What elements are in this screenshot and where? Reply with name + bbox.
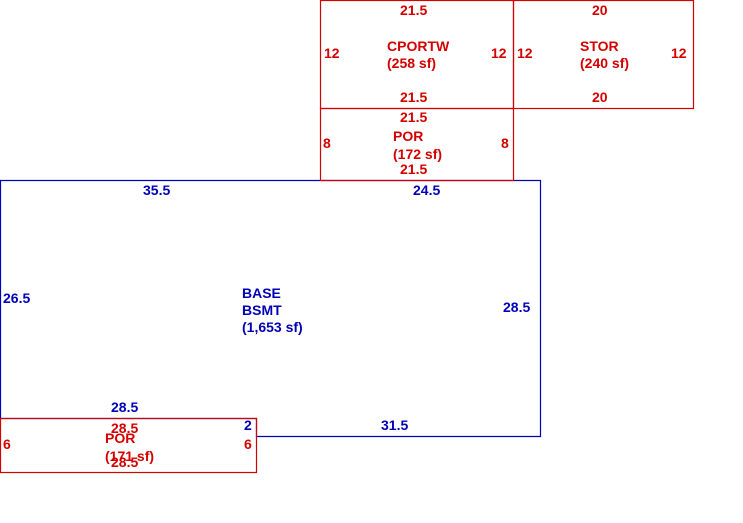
base-dim-top-left: 35.5 bbox=[143, 182, 170, 198]
por-top-dim-top: 21.5 bbox=[400, 109, 427, 125]
por-bottom-dim-bottom: 28.5 bbox=[111, 454, 138, 470]
por-bottom-dim-left: 6 bbox=[3, 436, 11, 452]
stor-outline bbox=[512, 0, 695, 110]
area-base: 35.5 24.5 26.5 28.5 28.5 2 31.5 BASE BSM… bbox=[0, 179, 542, 438]
por-top-label-area: (172 sf) bbox=[393, 146, 442, 162]
por-top-label-name: POR bbox=[393, 128, 423, 144]
area-cportw: 21.5 21.5 12 12 CPORTW (258 sf) bbox=[319, 0, 515, 110]
base-dim-right: 28.5 bbox=[503, 299, 530, 315]
base-dim-bottom-notch: 2 bbox=[244, 417, 252, 433]
base-dim-left: 26.5 bbox=[3, 290, 30, 306]
por-bottom-label-name: POR bbox=[105, 430, 135, 446]
base-label-name: BASE bbox=[242, 285, 281, 301]
area-stor: 20 20 12 12 STOR (240 sf) bbox=[512, 0, 695, 110]
cportw-label-name: CPORTW bbox=[387, 38, 450, 54]
stor-dim-right: 12 bbox=[671, 45, 687, 61]
base-dim-top-right: 24.5 bbox=[413, 182, 440, 198]
por-bottom-outline bbox=[0, 417, 258, 474]
area-por-bottom: 28.5 28.5 6 6 POR (171 sf) bbox=[0, 417, 258, 474]
cportw-dim-top: 21.5 bbox=[400, 2, 427, 18]
por-bottom-dim-right: 6 bbox=[244, 436, 252, 452]
por-bottom-dim-top: 28.5 bbox=[111, 420, 138, 436]
por-top-dim-left: 8 bbox=[323, 135, 331, 151]
stor-dim-top: 20 bbox=[592, 2, 608, 18]
base-dim-bottom-left: 28.5 bbox=[111, 399, 138, 415]
base-label-area: (1,653 sf) bbox=[242, 319, 303, 335]
stor-dim-left: 12 bbox=[517, 45, 533, 61]
cportw-dim-bottom: 21.5 bbox=[400, 89, 427, 105]
stor-label-area: (240 sf) bbox=[580, 55, 629, 71]
por-top-dim-bottom: 21.5 bbox=[400, 161, 427, 177]
por-top-dim-right: 8 bbox=[501, 135, 509, 151]
base-label-subname: BSMT bbox=[242, 302, 282, 318]
stor-label-name: STOR bbox=[580, 38, 619, 54]
base-dim-bottom-right: 31.5 bbox=[381, 417, 408, 433]
cportw-label-area: (258 sf) bbox=[387, 55, 436, 71]
area-por-top: 21.5 21.5 8 8 POR (172 sf) bbox=[319, 107, 515, 182]
por-bottom-label-area: (171 sf) bbox=[105, 448, 154, 464]
stor-dim-bottom: 20 bbox=[592, 89, 608, 105]
por-top-outline bbox=[319, 107, 515, 182]
cportw-dim-right: 12 bbox=[491, 45, 507, 61]
cportw-dim-left: 12 bbox=[324, 45, 340, 61]
